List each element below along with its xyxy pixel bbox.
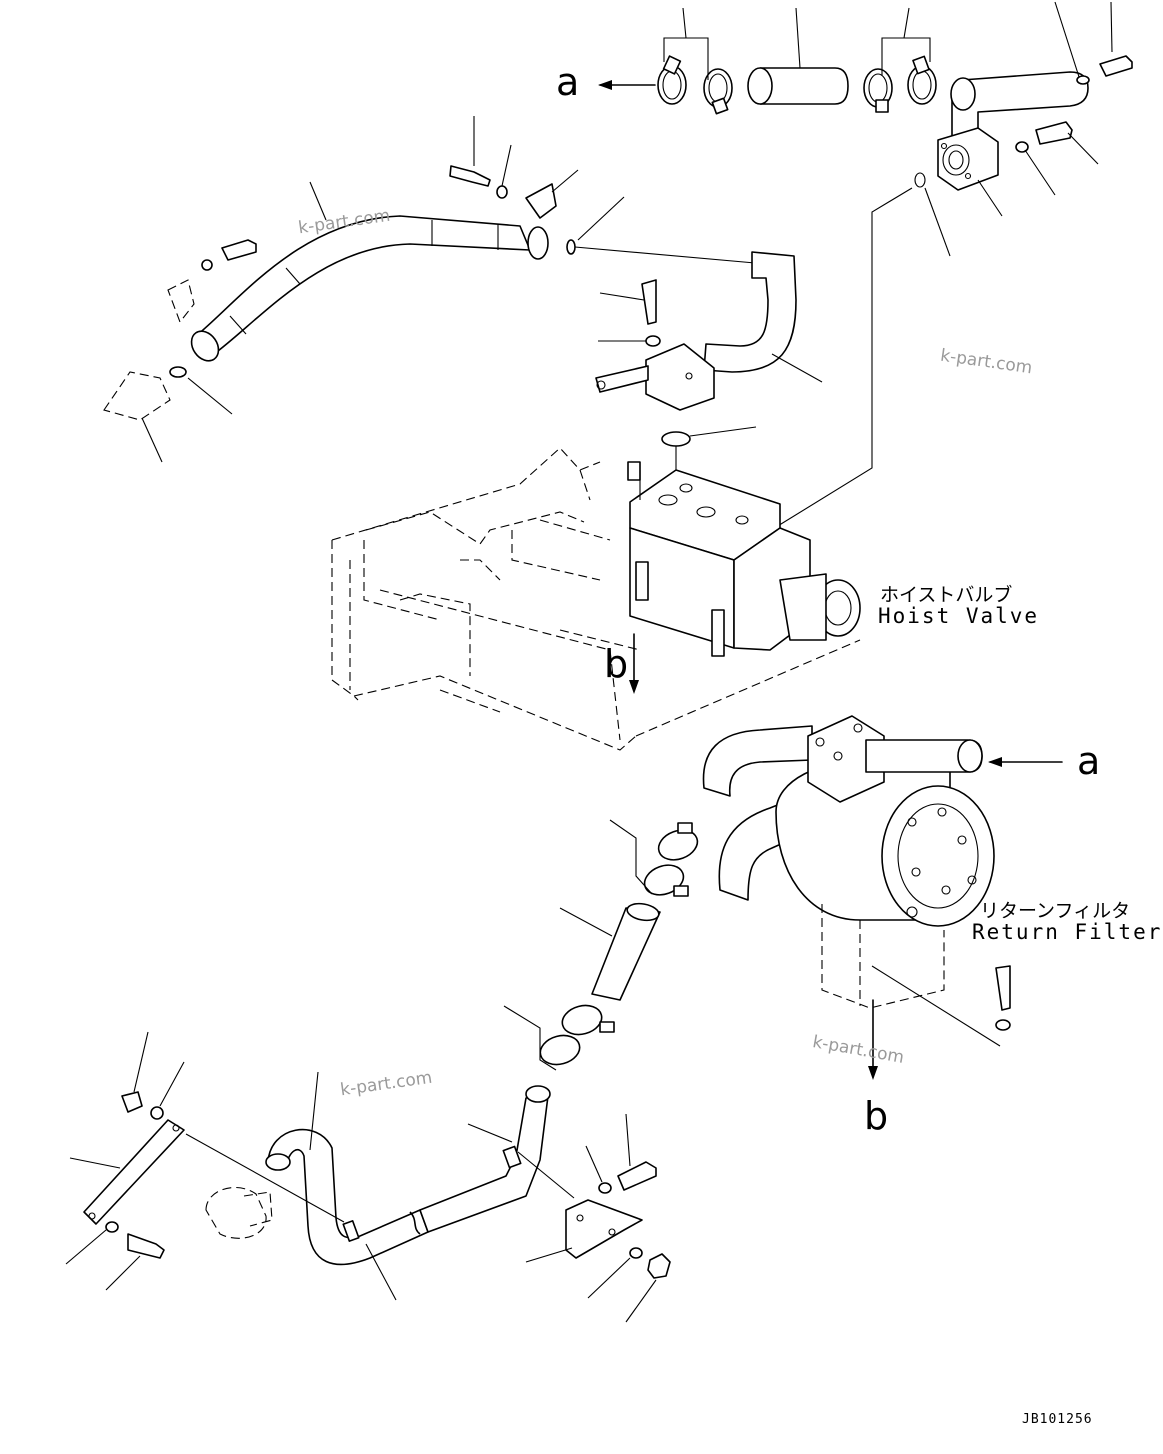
machine-frame-outline xyxy=(331,447,861,751)
drawing-code: JB101256 xyxy=(1022,1412,1093,1427)
bottom-pipe-group xyxy=(185,1071,575,1301)
b-arrow-mid xyxy=(629,633,639,694)
return-filter-label-en: Return Filter xyxy=(972,920,1163,944)
connector-a-right: a xyxy=(1077,739,1101,783)
center-elbow-pipe-group xyxy=(595,251,823,496)
top-hose-clamp-group xyxy=(598,7,937,115)
connector-b-bottom: b xyxy=(864,1094,889,1138)
hoist-valve-label-jp: ホイストバルブ xyxy=(880,584,1013,606)
connector-a-top: a xyxy=(556,60,580,104)
middle-hose-clamp-group xyxy=(503,819,699,1071)
connector-b-mid: b xyxy=(604,642,629,686)
left-curved-hose-group xyxy=(103,116,756,463)
return-filter-drawing xyxy=(702,715,1063,1080)
elbow-block-group xyxy=(741,1,1133,549)
hoist-valve-drawing xyxy=(627,461,861,657)
hoist-valve-label-en: Hoist Valve xyxy=(878,604,1040,628)
bottom-right-bracket-group xyxy=(525,1113,671,1323)
return-filter-label-jp: リターンフィルタ xyxy=(980,900,1131,922)
bottom-left-bracket-group xyxy=(65,1031,273,1291)
